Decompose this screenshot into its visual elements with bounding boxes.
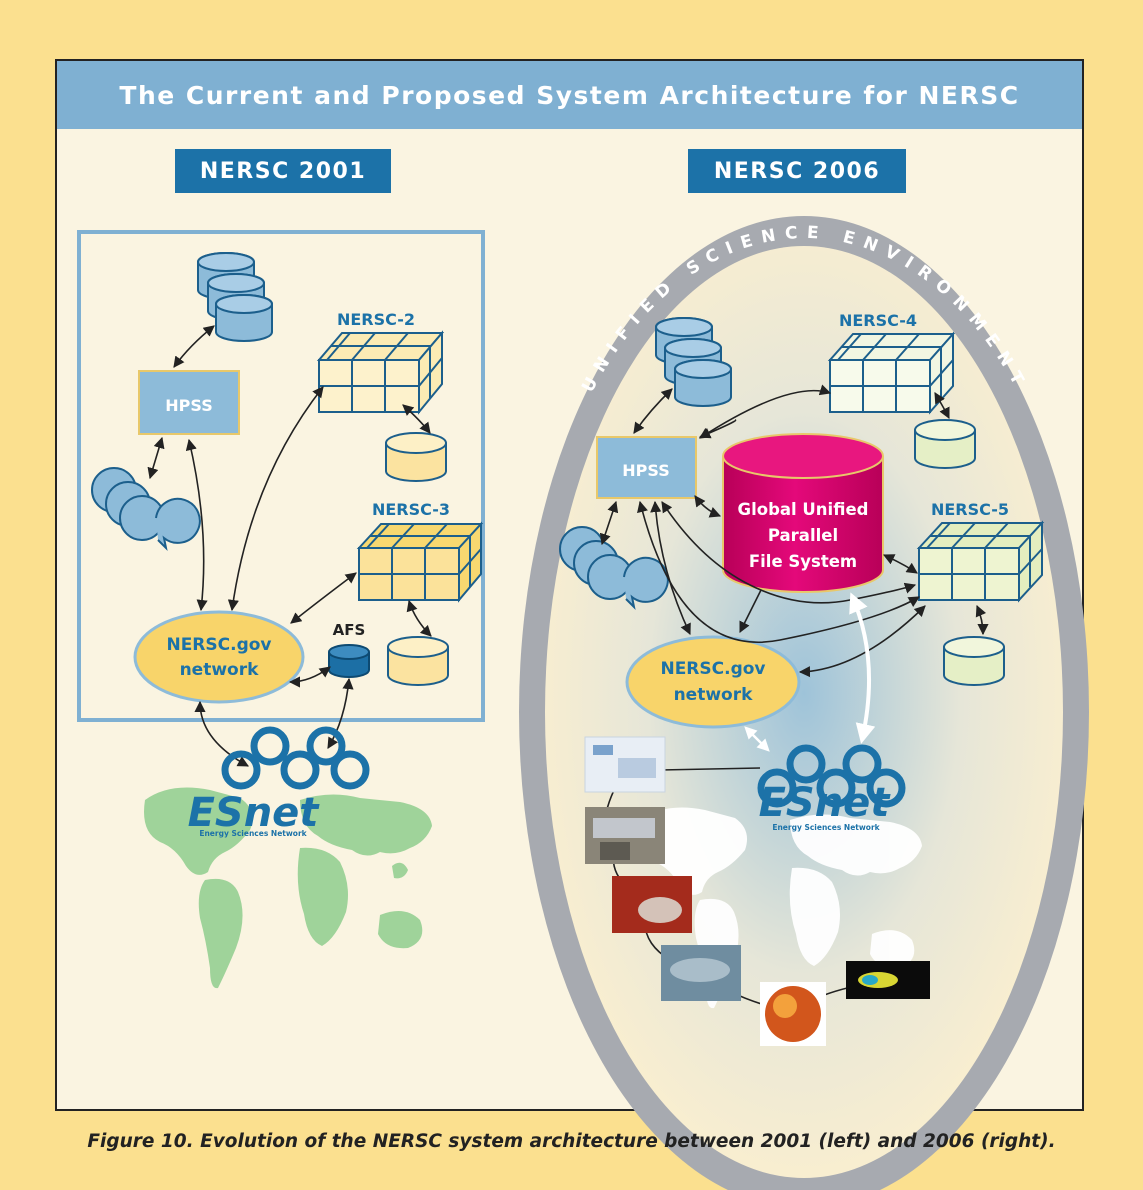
nersc-2001-boundary [77, 230, 485, 722]
nersc-network-node [133, 610, 305, 704]
nersc-3-compute-icon [356, 521, 484, 603]
science-thumbnail-image [661, 945, 741, 1001]
white-connection-arrows [744, 592, 876, 752]
tab-nersc-2006: NERSC 2006 [688, 149, 906, 193]
hpss-label: HPSS [165, 396, 212, 415]
network-label-line2: network [180, 660, 260, 680]
science-thumbnail-image [612, 876, 692, 933]
disk-stack-icon [197, 252, 273, 342]
left-connection-arrows [147, 325, 432, 767]
world-map-graphic [639, 807, 922, 1009]
esnet-logo-subtext: Energy Sciences Network [199, 829, 307, 838]
esnet-logo-text: ESnet [759, 780, 892, 826]
network-label-line2: network [674, 685, 754, 705]
nersc-2-disk-icon [385, 432, 447, 482]
science-thumbnail-image [585, 807, 665, 864]
science-thumbnail-image [846, 961, 930, 999]
hpss-label: HPSS [622, 461, 669, 480]
nersc-5-disk-icon [943, 636, 1005, 686]
gupfs-label-line2: Parallel [768, 526, 838, 545]
gupfs-label-line3: File System [749, 552, 857, 571]
right-connection-arrows [599, 384, 989, 678]
science-thumbnail-image [760, 982, 826, 1046]
nersc-4-label: NERSC-4 [839, 311, 917, 330]
nersc-2-label: NERSC-2 [337, 310, 415, 329]
network-label-line1: NERSC.gov [166, 635, 271, 655]
hpss-box [596, 436, 697, 499]
nersc-5-label: NERSC-5 [931, 500, 1009, 519]
tape-reel-icon [91, 467, 201, 549]
nersc-network-node [625, 635, 801, 729]
esnet-chain-logo [221, 726, 370, 790]
afs-label: AFS [333, 621, 366, 639]
hpss-box [138, 370, 240, 435]
tab-nersc-2001: NERSC 2001 [175, 149, 391, 193]
esnet-chain-logo [757, 744, 906, 808]
science-thumbnail-image [584, 736, 666, 793]
network-label-line1: NERSC.gov [660, 659, 765, 679]
esnet-logo-subtext: Energy Sciences Network [772, 823, 880, 832]
nersc-4-disk-icon [914, 419, 976, 469]
nersc-5-compute-icon [916, 520, 1045, 603]
gupfs-label-line1: Global Unified [738, 500, 869, 519]
nersc-3-label: NERSC-3 [372, 500, 450, 519]
nersc-3-disk-icon [387, 636, 449, 686]
figure-caption: Figure 10. Evolution of the NERSC system… [87, 1131, 1056, 1152]
figure-title: The Current and Proposed System Architec… [57, 61, 1082, 129]
nersc-2-compute-icon [316, 330, 445, 415]
afs-disk-icon [328, 644, 370, 678]
world-map-graphic [144, 787, 432, 989]
nersc-4-compute-icon [827, 331, 956, 415]
esnet-logo-text: ESnet [188, 790, 321, 836]
